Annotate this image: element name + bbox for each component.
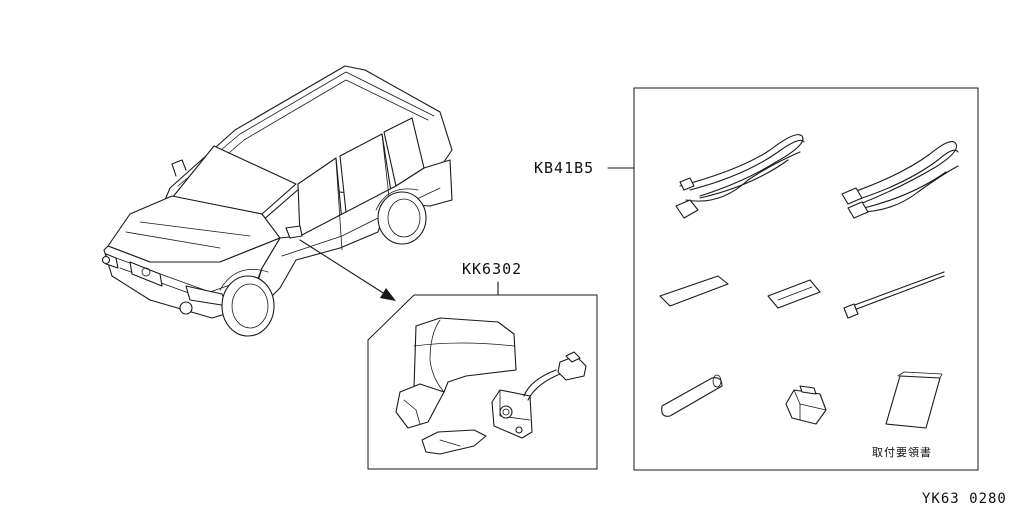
harness-kit-box: [607, 87, 979, 471]
harness-kit-label: KB41B5: [534, 159, 595, 177]
mirror-kit-label: KK6302: [462, 260, 523, 278]
diagram-code-label: YK63 0280: [922, 491, 1007, 507]
vehicle-illustration: [101, 65, 453, 337]
mirror-kit-box: [367, 281, 598, 470]
installation-manual-label: 取付要領書: [872, 446, 932, 459]
